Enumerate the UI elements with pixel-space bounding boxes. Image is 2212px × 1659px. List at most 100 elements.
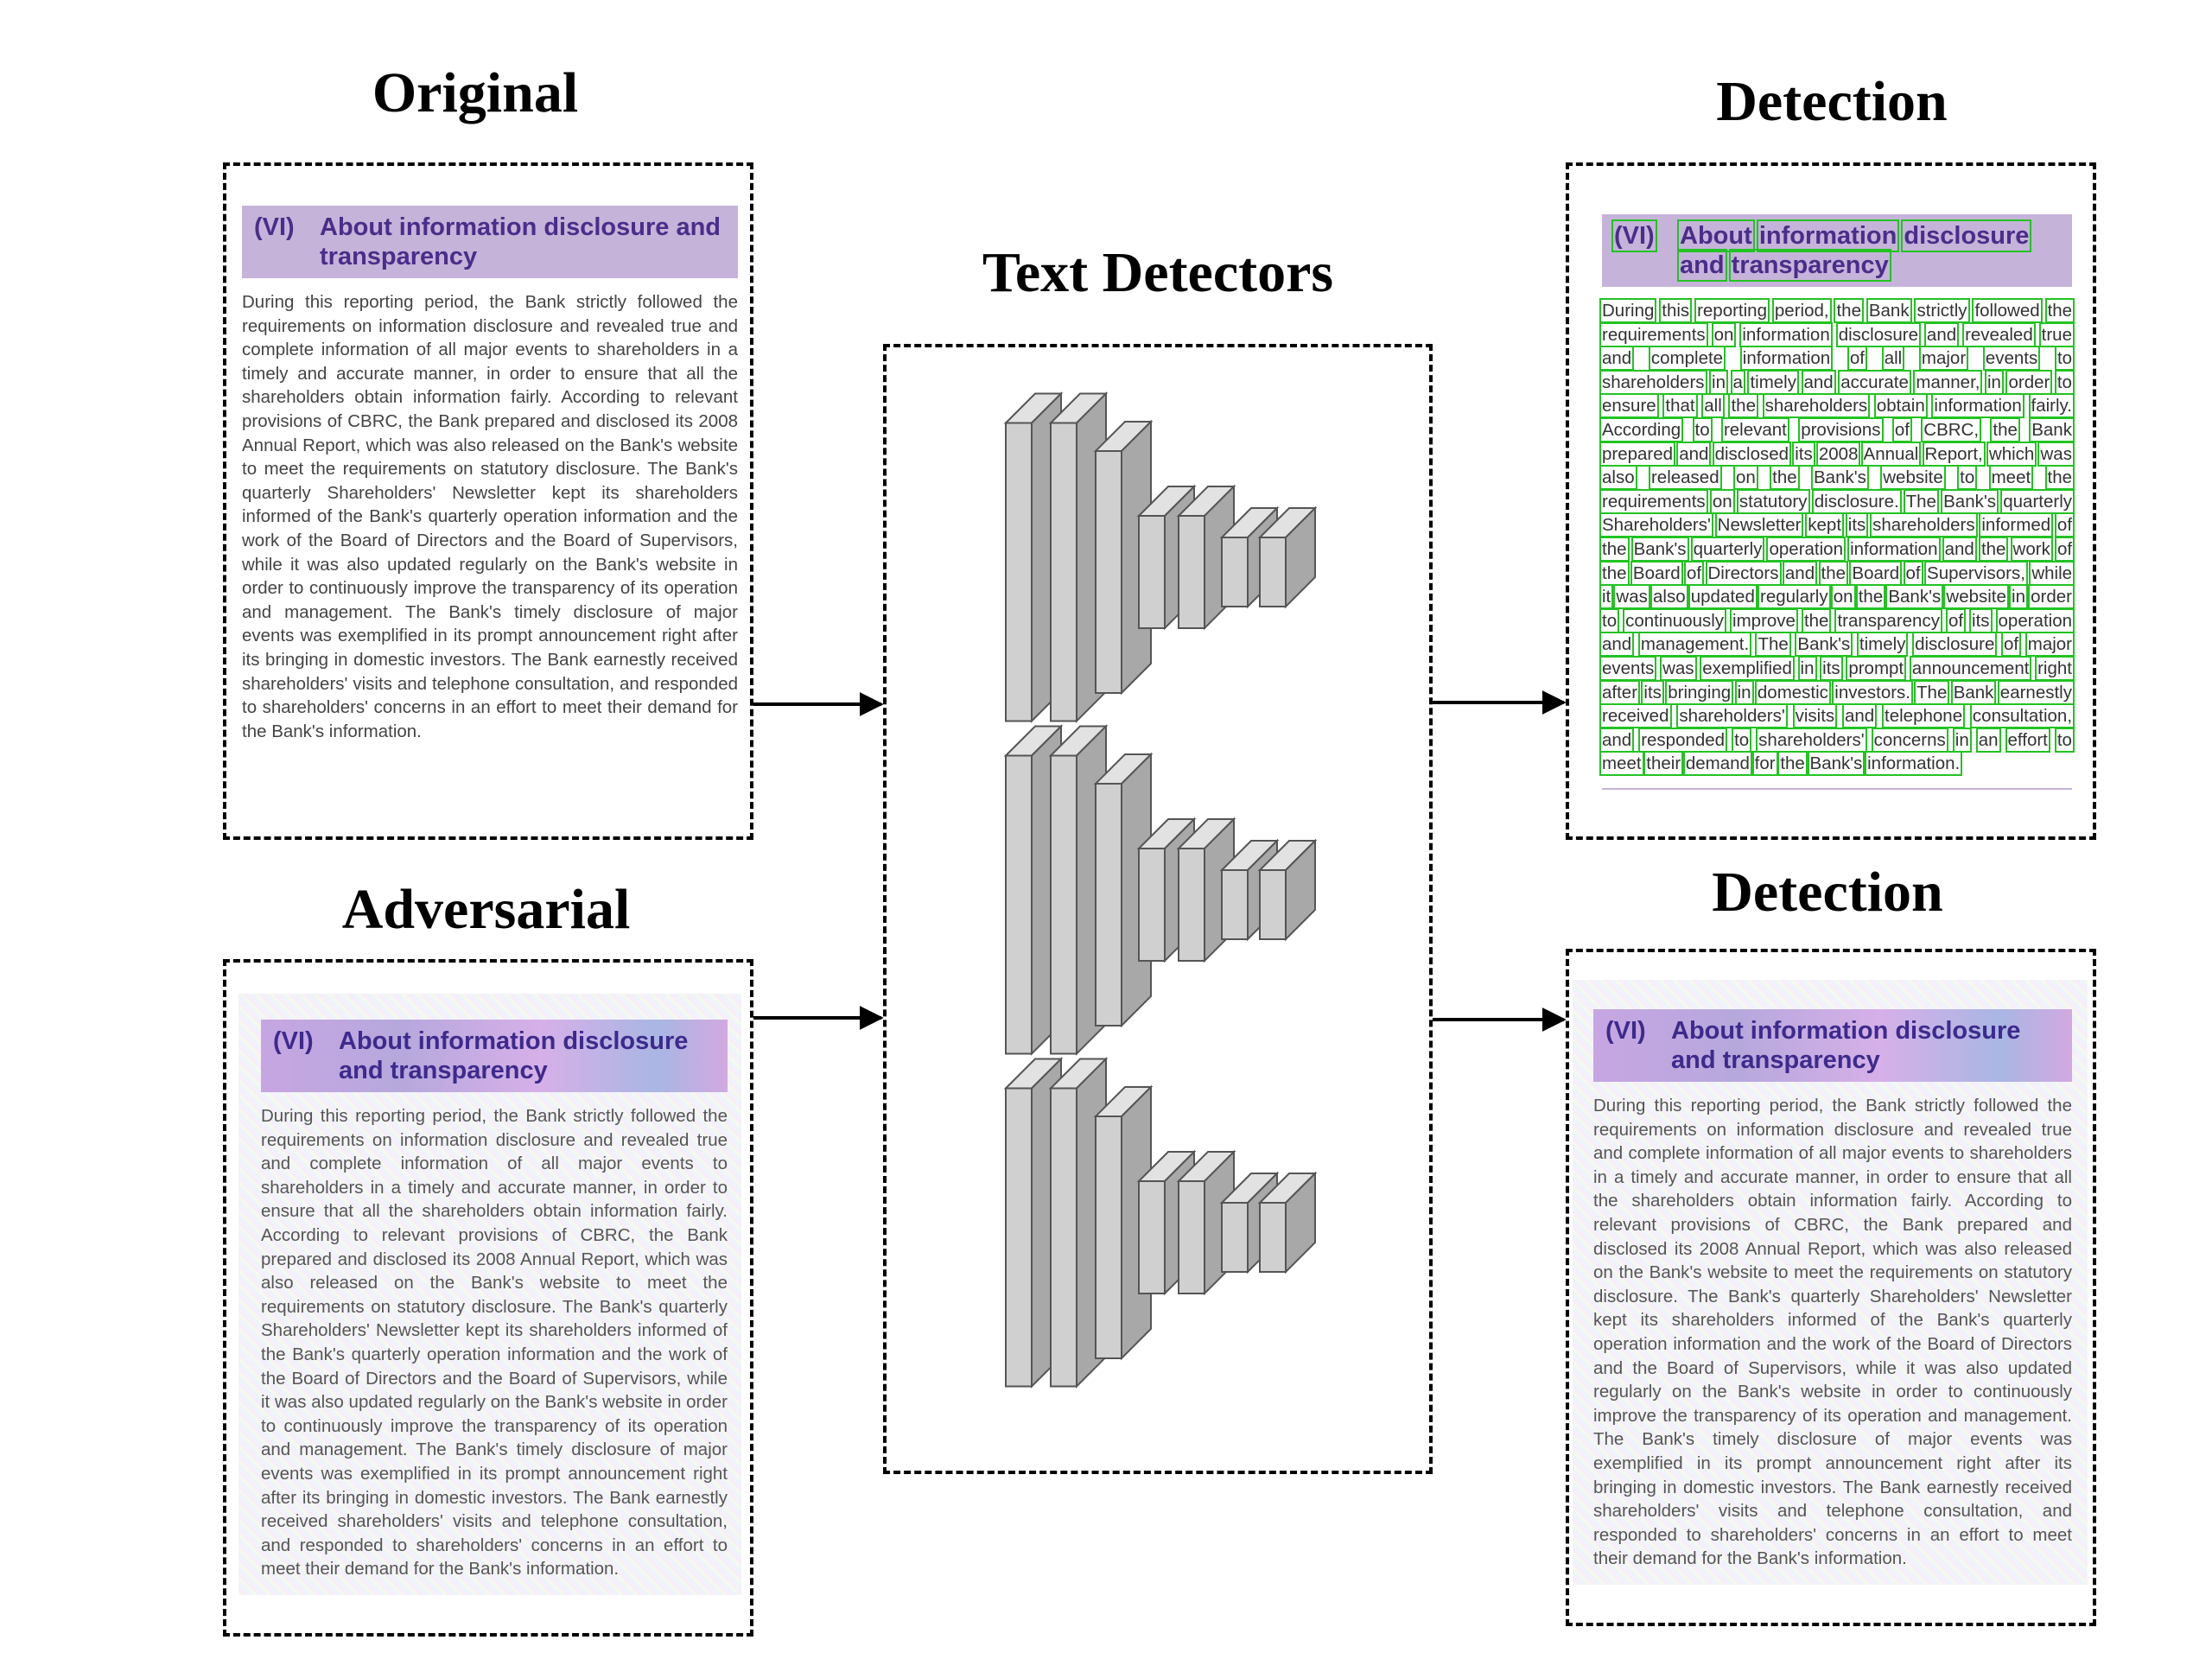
- detected-word-box: its: [1969, 607, 1993, 633]
- detected-word-box: also: [1650, 584, 1688, 610]
- heading-detection-bottom: Detection: [1712, 861, 1943, 924]
- detected-word-box: responded: [1638, 727, 1728, 753]
- detected-word-box: its: [1792, 441, 1815, 467]
- detected-word-box: on: [1709, 488, 1735, 514]
- title-text: About information disclosure and transpa…: [1671, 1017, 2021, 1074]
- detected-word-box: timely: [1856, 632, 1909, 658]
- detected-word-box: period,: [1771, 298, 1832, 323]
- detected-word-box: the: [1599, 560, 1630, 586]
- detected-word-box: consultation,: [1969, 703, 2075, 729]
- detected-word-box: to: [2054, 727, 2075, 753]
- detected-word-box: in: [2009, 584, 2029, 610]
- detected-word-box: 2008: [1815, 441, 1861, 467]
- heading-detection-top: Detection: [1716, 70, 1948, 133]
- detected-word-box: in: [1709, 369, 1728, 395]
- detected-word-box: bringing: [1665, 679, 1734, 705]
- detected-word-box: the: [1818, 560, 1848, 586]
- detected-word-box: Board: [1630, 560, 1683, 586]
- detected-word-box: order: [2028, 584, 2075, 610]
- document-title: (VI) About information disclosure and tr…: [261, 1020, 728, 1092]
- detected-word-box: to: [1599, 607, 1620, 633]
- detected-word-box: that: [1662, 393, 1698, 419]
- detected-word-box: the: [2044, 298, 2075, 323]
- detected-word-box: Bank: [1950, 679, 1997, 705]
- detected-word-box: CBRC,: [1921, 416, 1982, 442]
- detected-document: (VI) About information disclosure and tr…: [1599, 214, 2075, 790]
- detected-word-box: kept: [1805, 512, 1844, 538]
- detected-word-box: of: [1903, 560, 1923, 586]
- heading-original: Original: [372, 61, 579, 124]
- detected-word-box: reporting: [1694, 298, 1770, 323]
- detected-word-box: of: [2054, 512, 2075, 538]
- detected-word-box: requirements: [1599, 321, 1708, 347]
- detected-word-box: transparency: [1728, 249, 1891, 282]
- detected-word-box: shareholders': [1756, 727, 1867, 753]
- detected-word-box: while: [2029, 560, 2075, 586]
- detected-word-box: the: [1770, 465, 1800, 491]
- adversarial-panel: (VI) About information disclosure and tr…: [223, 959, 753, 1637]
- detected-word-box: on: [1732, 465, 1758, 491]
- detected-word-box: information: [1931, 393, 2024, 419]
- detected-word-box: information: [1847, 536, 1941, 562]
- detected-word-box: of: [1891, 416, 1912, 442]
- detected-word-box: requirements: [1599, 488, 1708, 514]
- detected-word-box: major: [2024, 632, 2075, 658]
- detected-word-box: telephone: [1882, 703, 1966, 729]
- detected-word-box: shareholders': [1676, 703, 1788, 729]
- detected-word-box: disclosure: [1912, 632, 1998, 658]
- detected-word-box: of: [1683, 560, 1705, 586]
- detected-word-box: obtain: [1873, 393, 1928, 419]
- detected-word-box: Bank: [1866, 298, 1912, 323]
- detected-word-box: an: [1975, 727, 2001, 753]
- detected-word-box: and: [1599, 346, 1635, 372]
- detected-word-box: also: [1599, 465, 1637, 491]
- detected-word-box: information: [1756, 219, 1900, 252]
- detected-word-box: its: [1845, 512, 1869, 538]
- detected-word-box: in: [1952, 727, 1972, 753]
- detected-word-box: demand: [1682, 751, 1752, 777]
- document-title: (VI) About information disclosure and tr…: [1602, 214, 2072, 287]
- title-number: (VI): [273, 1027, 314, 1055]
- detection-panel-top: (VI) About information disclosure and tr…: [1566, 162, 2096, 840]
- detected-word-box: Supervisors,: [1924, 560, 2028, 586]
- detected-word-box: quarterly: [1690, 536, 1765, 562]
- detected-word-box: management.: [1637, 632, 1752, 658]
- detected-word-box: on: [1711, 321, 1737, 347]
- detected-word-box: website: [1943, 584, 2009, 610]
- detected-word-box: of: [2000, 632, 2022, 658]
- detected-word-box: disclosure: [1901, 219, 2032, 252]
- detected-word-box: ensure: [1599, 393, 1659, 419]
- detected-word-box: shareholders: [1762, 393, 1871, 419]
- detected-word-box: The: [1755, 632, 1791, 658]
- detected-word-box: updated: [1688, 584, 1758, 610]
- detected-word-box: revealed: [1962, 321, 2036, 347]
- detected-word-box: Bank's: [1795, 632, 1853, 658]
- detected-word-box: shareholders: [1870, 512, 1978, 538]
- adversarial-detection-document: (VI) About information disclosure and tr…: [1573, 980, 2088, 1585]
- detected-word-box: Newsletter: [1714, 512, 1804, 538]
- detected-word-box: and: [1923, 321, 1960, 347]
- detected-word-box: fairly.: [2028, 393, 2075, 419]
- title-text: About information disclosure and transpa…: [339, 1027, 689, 1084]
- detected-word-box: provisions: [1798, 416, 1884, 442]
- detected-word-box: to: [1957, 465, 1978, 491]
- detected-word-box: Annual: [1860, 441, 1922, 467]
- detected-word-box: and: [1942, 536, 1977, 562]
- detected-word-box: During: [1599, 298, 1657, 323]
- detected-word-box: the: [1802, 607, 1832, 633]
- detected-word-box: domestic: [1754, 679, 1831, 705]
- detected-word-box: on: [1830, 584, 1856, 610]
- title-number: (VI): [1611, 219, 1657, 252]
- detected-word-box: information.: [1865, 751, 1963, 777]
- detected-word-box: Bank's: [1630, 536, 1689, 562]
- detected-word-box: Bank's: [1941, 488, 1999, 514]
- detected-word-box: About: [1677, 219, 1755, 252]
- detected-word-box: the: [2044, 465, 2075, 491]
- detected-word-box: visits: [1792, 703, 1838, 729]
- detected-word-box: operation: [1766, 536, 1846, 562]
- title-text: About information disclosure and transpa…: [320, 213, 721, 270]
- detected-word-box: of: [1945, 607, 1967, 633]
- detected-word-box: Bank: [2029, 416, 2075, 442]
- detected-word-box: meet: [1988, 465, 2034, 491]
- detected-word-box: major: [1918, 346, 1969, 372]
